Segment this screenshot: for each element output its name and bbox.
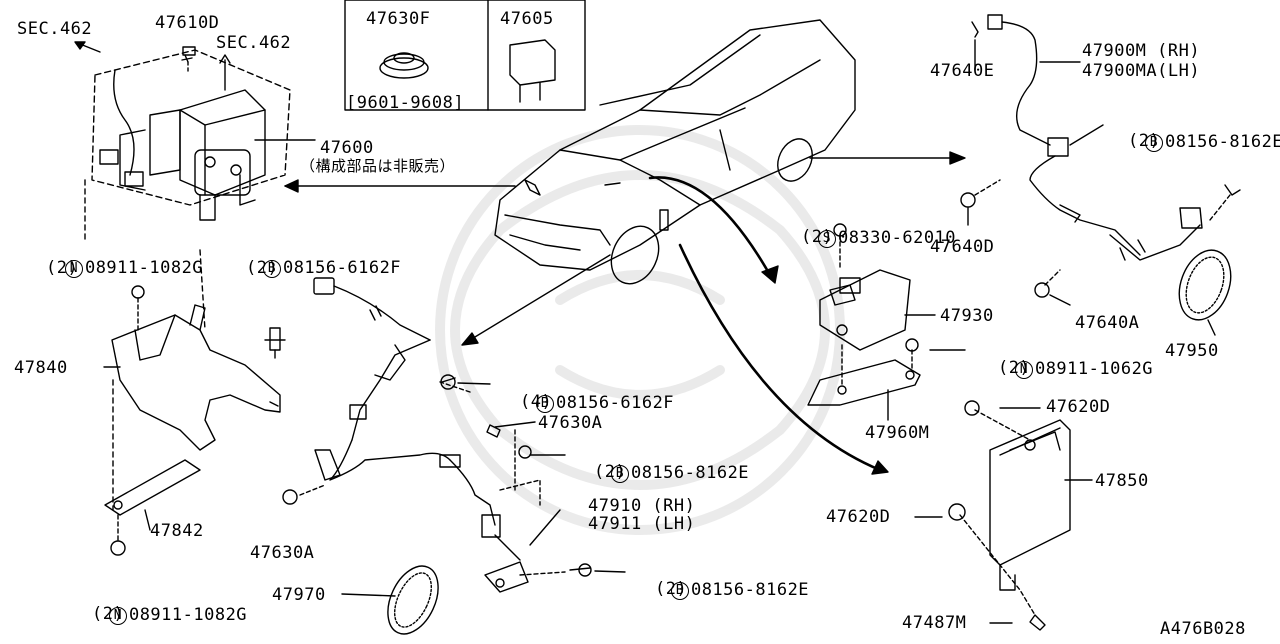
part-47620D-upper-label: 47620D bbox=[1046, 397, 1111, 417]
part-47600-label: 47600 bbox=[320, 138, 374, 158]
controller-47850-drawing bbox=[948, 400, 1071, 631]
part-47640E-label: 47640E bbox=[930, 61, 995, 81]
part-47930-label: 47930 bbox=[940, 306, 994, 326]
leader-lines bbox=[103, 39, 1216, 624]
part-47911-label: 47911 (LH) bbox=[588, 514, 696, 534]
b-08156-8162E-right-qty: (2) bbox=[1128, 131, 1161, 151]
inset-part-47630F-label: 47630F bbox=[366, 9, 431, 29]
rear-sensor-drawing bbox=[960, 14, 1241, 298]
arrow-to-sensor-47930 bbox=[648, 176, 772, 277]
vehicle-outline-drawing bbox=[494, 19, 856, 285]
arrow-to-controller bbox=[678, 243, 882, 472]
abs-actuator-drawing bbox=[74, 41, 291, 221]
diagram-code: A476B028 bbox=[1160, 619, 1246, 639]
part-47850-label: 47850 bbox=[1095, 471, 1149, 491]
b-08156-6162F-top-qty: (2) bbox=[246, 258, 279, 278]
part-47630A-lower-label: 47630A bbox=[250, 543, 315, 563]
inset-box-drawing bbox=[344, 0, 586, 111]
part-47900M-label: 47900M (RH) bbox=[1082, 41, 1201, 61]
part-47950-label: 47950 bbox=[1165, 341, 1219, 361]
bracket-47840-drawing bbox=[84, 179, 286, 556]
part-47960M-label: 47960M bbox=[865, 423, 930, 443]
part-47900MA-label: 47900MA(LH) bbox=[1082, 61, 1201, 81]
s-08330-62010-qty: (2) bbox=[801, 227, 834, 247]
sec-462-mid-label: SEC.462 bbox=[216, 33, 292, 53]
sensor-47930-drawing bbox=[807, 223, 921, 406]
part-47600-note: （構成部品は非販売） bbox=[300, 157, 456, 175]
front-sensor-drawing bbox=[282, 277, 592, 593]
part-47840-label: 47840 bbox=[14, 358, 68, 378]
part-47630A-upper-label: 47630A bbox=[538, 413, 603, 433]
n-08911-1062G-qty: (2) bbox=[998, 358, 1031, 378]
part-47610D-label: 47610D bbox=[155, 13, 220, 33]
arrow-to-front-sensor bbox=[469, 254, 611, 341]
part-47620D-lower-label: 47620D bbox=[826, 507, 891, 527]
inset-part-47605-label: 47605 bbox=[500, 9, 554, 29]
part-47970-label: 47970 bbox=[272, 585, 326, 605]
b-08156-6162F-mid-qty: (4) bbox=[520, 392, 553, 412]
sensor-ring-47970 bbox=[387, 565, 439, 635]
part-47910-label: 47910 (RH) bbox=[588, 496, 696, 516]
inset-range-label: [9601-9608] bbox=[346, 93, 465, 113]
n-08911-1082G-bottom-qty: (2) bbox=[92, 604, 125, 624]
part-47487M-label: 47487M bbox=[902, 613, 967, 633]
part-47842-label: 47842 bbox=[150, 521, 204, 541]
part-47640A-label: 47640A bbox=[1075, 313, 1140, 333]
part-47640D-label: 47640D bbox=[930, 237, 995, 257]
b-08156-8162E-bottom-qty: (2) bbox=[655, 579, 688, 599]
n-08911-1082G-top-qty: (2) bbox=[46, 258, 79, 278]
b-08156-8162E-mid-qty: (2) bbox=[594, 462, 627, 482]
sensor-ring-47950 bbox=[1178, 249, 1232, 321]
sec-462-left-label: SEC.462 bbox=[17, 19, 93, 39]
